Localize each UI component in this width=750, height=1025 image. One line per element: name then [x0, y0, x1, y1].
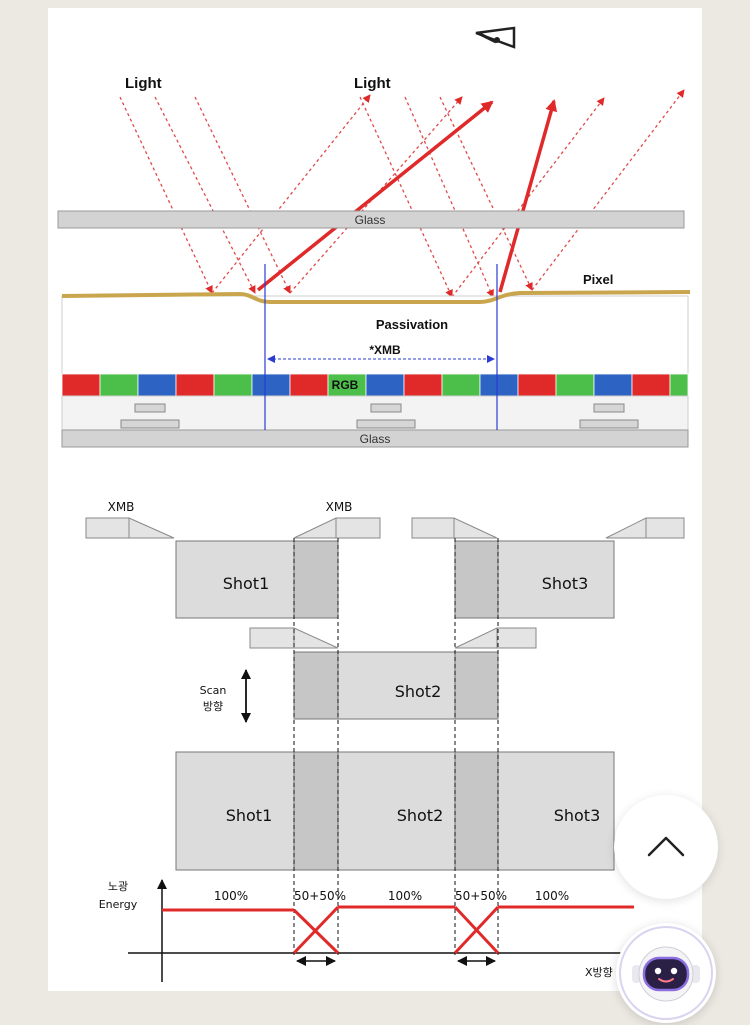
chatbot-button[interactable] [616, 923, 716, 1023]
bottom-glass-layer [61, 429, 689, 448]
top-glass-layer [57, 210, 685, 229]
energy-value-2: 50+50% [294, 889, 346, 903]
merged-shot1-label: Shot1 [226, 806, 273, 825]
shot3-block [497, 540, 615, 619]
energy-label-line2: Energy [99, 898, 138, 911]
rgb-color-filter [61, 373, 689, 397]
top-glass-label: Glass [355, 213, 386, 227]
xmb-label-top: *XMB [369, 343, 401, 357]
article-image-card: Light Light Glass Pixel Passivation *XMB [48, 8, 702, 991]
merged-overlap-left [293, 751, 339, 871]
xmb-mask-blades [85, 517, 685, 649]
rgb-label: RGB [332, 378, 359, 392]
merged-shot3-label: Shot3 [554, 806, 601, 825]
shot2-block [337, 651, 456, 720]
energy-value-4: 50+50% [455, 889, 507, 903]
eye-icon [475, 26, 516, 49]
strong-reflection-ray-right [498, 99, 558, 293]
xmb-label-center: XMB [326, 500, 353, 514]
shot2-overlap-right [454, 651, 499, 720]
pixel-label: Pixel [583, 272, 613, 287]
pixel-surface [61, 290, 691, 304]
shot1-block [175, 540, 295, 619]
tft-electrodes [120, 403, 639, 429]
passivation-label: Passivation [376, 317, 448, 332]
shot-row-1 [175, 540, 615, 619]
strong-reflection-ray-left [256, 100, 494, 292]
scan-direction-label-line2: 방향 [203, 700, 223, 713]
energy-value-3: 100% [388, 889, 422, 903]
shot2-overlap-left [293, 651, 339, 720]
scroll-to-top-button[interactable] [614, 795, 718, 899]
reflected-light-rays [211, 89, 685, 298]
energy-profile [162, 905, 634, 955]
shot3-overlap-region [454, 540, 499, 619]
merged-overlap-right [454, 751, 499, 871]
passivation-layer [61, 295, 689, 375]
shot1-label: Shot1 [223, 574, 270, 593]
xmb-label-left: XMB [108, 500, 135, 514]
shot3-label: Shot3 [542, 574, 589, 593]
xmb-exposure-diagram: Light Light Glass Pixel Passivation *XMB [57, 26, 691, 982]
merged-shot2-label: Shot2 [397, 806, 444, 825]
light-label-left: Light [125, 75, 162, 92]
bottom-glass-label: Glass [360, 432, 391, 446]
light-label-right: Light [354, 75, 391, 92]
incident-light-rays [119, 96, 533, 298]
shot-row-merged [175, 751, 615, 871]
energy-value-1: 100% [214, 889, 248, 903]
shot1-overlap-region [293, 540, 339, 619]
x-direction-label: X방향 [585, 966, 613, 979]
energy-label-line1: 노광 [108, 880, 128, 893]
chevron-up-icon [647, 836, 685, 857]
scan-direction-label-line1: Scan [200, 684, 227, 697]
energy-value-5: 100% [535, 889, 569, 903]
chatbot-robot-icon [619, 926, 713, 1020]
shot2-label: Shot2 [395, 682, 442, 701]
